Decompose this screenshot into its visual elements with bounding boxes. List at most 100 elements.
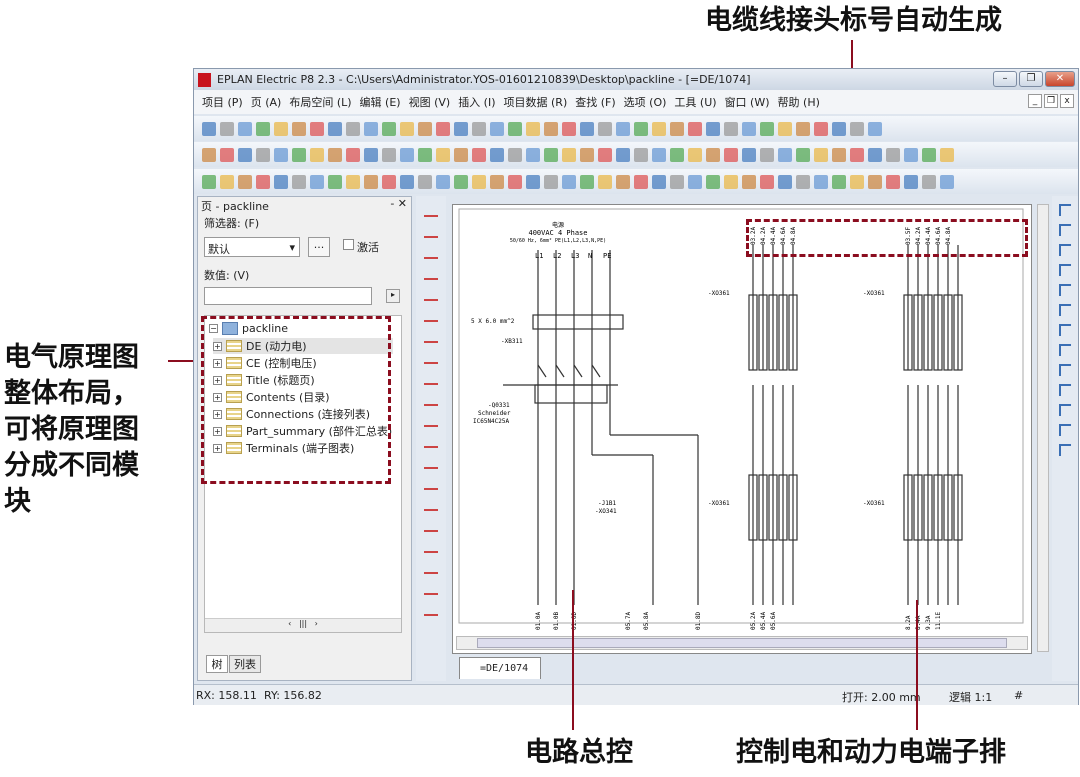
minimize-button[interactable]: – xyxy=(993,71,1017,87)
toolbar-tool-icon[interactable] xyxy=(292,121,306,136)
toolbar-tool-icon[interactable] xyxy=(256,147,270,162)
toolbar-tool-icon[interactable] xyxy=(724,174,738,189)
schematic-canvas[interactable]: 电源 400VAC 4 Phase 50/60 Hz, 6mm² PE(L1,L… xyxy=(452,204,1032,654)
toolbar-tool-icon[interactable] xyxy=(940,147,954,162)
toolbar-tool-icon[interactable] xyxy=(418,174,432,189)
toolbar-tool-icon[interactable] xyxy=(616,147,630,162)
toolbar-tool-icon[interactable] xyxy=(706,147,720,162)
toolbar-tool-icon[interactable] xyxy=(454,174,468,189)
toolbar-tool-icon[interactable] xyxy=(814,121,828,136)
toolbar-tool-icon[interactable] xyxy=(760,147,774,162)
menu-page[interactable]: 页 (A) xyxy=(250,96,282,109)
toolbar-tool-icon[interactable] xyxy=(364,147,378,162)
toolbar-tool-icon[interactable] xyxy=(436,174,450,189)
toolbar-tool-icon[interactable] xyxy=(544,121,558,136)
toolbar-tool-icon[interactable] xyxy=(328,147,342,162)
toolbar-tool-icon[interactable] xyxy=(526,121,540,136)
toolbar-tool-icon[interactable] xyxy=(472,174,486,189)
toolbar-tool-icon[interactable] xyxy=(544,174,558,189)
toolbar-tool-icon[interactable] xyxy=(454,121,468,136)
mdi-close-button[interactable]: x xyxy=(1060,94,1074,108)
menu-insert[interactable]: 插入 (I) xyxy=(458,96,496,109)
toolbar-tool-icon[interactable] xyxy=(850,174,864,189)
menu-project-data[interactable]: 项目数据 (R) xyxy=(503,96,568,109)
toolbar-tool-icon[interactable] xyxy=(382,121,396,136)
toolbar-tool-icon[interactable] xyxy=(436,121,450,136)
toolbar-tool-icon[interactable] xyxy=(778,147,792,162)
toolbar-tool-icon[interactable] xyxy=(580,121,594,136)
tree-node-part-summary[interactable]: +Part_summary (部件汇总表) xyxy=(213,425,393,438)
page-tab[interactable]: =DE/1074 xyxy=(459,657,541,679)
toolbar-tool-icon[interactable] xyxy=(652,147,666,162)
tree-node-ce[interactable]: +CE (控制电压) xyxy=(213,357,317,370)
activate-checkbox[interactable]: 激活 xyxy=(343,239,379,255)
toolbar-tool-icon[interactable] xyxy=(670,174,684,189)
toolbar-tool-icon[interactable] xyxy=(562,174,576,189)
toolbar-tool-icon[interactable] xyxy=(220,121,234,136)
maximize-button[interactable]: ❐ xyxy=(1019,71,1043,87)
toolbar-tool-icon[interactable] xyxy=(454,147,468,162)
menu-window[interactable]: 窗口 (W) xyxy=(724,96,770,109)
menu-project[interactable]: 项目 (P) xyxy=(202,96,243,109)
toolbar-tool-icon[interactable] xyxy=(868,121,882,136)
toolbar-tool-icon[interactable] xyxy=(706,121,720,136)
toolbar-tool-icon[interactable] xyxy=(346,174,360,189)
toolbar-tool-icon[interactable] xyxy=(400,121,414,136)
toolbar-tool-icon[interactable] xyxy=(220,174,234,189)
toolbar-tool-icon[interactable] xyxy=(508,174,522,189)
toolbar-tool-icon[interactable] xyxy=(202,121,216,136)
toolbar-tool-icon[interactable] xyxy=(292,174,306,189)
toolbar-tool-icon[interactable] xyxy=(472,121,486,136)
tree-node-terminals[interactable]: +Terminals (端子图表) xyxy=(213,442,355,455)
toolbar-tool-icon[interactable] xyxy=(580,174,594,189)
toolbar-tool-icon[interactable] xyxy=(292,147,306,162)
toolbar-tool-icon[interactable] xyxy=(418,121,432,136)
toolbar-tool-icon[interactable] xyxy=(310,174,324,189)
toolbar-tool-icon[interactable] xyxy=(922,174,936,189)
toolbar-tool-icon[interactable] xyxy=(832,147,846,162)
toolbar-tool-icon[interactable] xyxy=(436,147,450,162)
toolbar-tool-icon[interactable] xyxy=(904,174,918,189)
toolbar-tool-icon[interactable] xyxy=(814,174,828,189)
filter-select[interactable]: 默认▾ xyxy=(204,237,300,257)
toolbar-tool-icon[interactable] xyxy=(346,121,360,136)
tree-root[interactable]: −packline xyxy=(209,321,288,335)
toolbar-tool-icon[interactable] xyxy=(256,121,270,136)
toolbar-tool-icon[interactable] xyxy=(742,174,756,189)
toolbar-tool-icon[interactable] xyxy=(202,174,216,189)
toolbar-tool-icon[interactable] xyxy=(274,174,288,189)
toolbar-tool-icon[interactable] xyxy=(706,174,720,189)
toolbar-tool-icon[interactable] xyxy=(364,121,378,136)
toolbar-tool-icon[interactable] xyxy=(796,174,810,189)
toolbar-tool-icon[interactable] xyxy=(364,174,378,189)
toolbar-tool-icon[interactable] xyxy=(544,147,558,162)
toolbar-tool-icon[interactable] xyxy=(508,121,522,136)
toolbar-tool-icon[interactable] xyxy=(526,147,540,162)
toolbar-tool-icon[interactable] xyxy=(328,121,342,136)
toolbar-tool-icon[interactable] xyxy=(310,121,324,136)
toolbar-tool-icon[interactable] xyxy=(382,174,396,189)
toolbar-tool-icon[interactable] xyxy=(742,147,756,162)
menu-view[interactable]: 视图 (V) xyxy=(408,96,451,109)
toolbar-tool-icon[interactable] xyxy=(310,147,324,162)
toolbar-tool-icon[interactable] xyxy=(670,147,684,162)
toolbar-tool-icon[interactable] xyxy=(688,121,702,136)
canvas-vscrollbar[interactable] xyxy=(1037,204,1049,652)
tree-node-contents[interactable]: +Contents (目录) xyxy=(213,391,330,404)
toolbar-tool-icon[interactable] xyxy=(832,174,846,189)
menu-layout-space[interactable]: 布局空间 (L) xyxy=(289,96,352,109)
tree-node-connections[interactable]: +Connections (连接列表) xyxy=(213,408,371,421)
tree-node-title[interactable]: +Title (标题页) xyxy=(213,374,315,387)
toolbar-tool-icon[interactable] xyxy=(598,121,612,136)
toolbar-tool-icon[interactable] xyxy=(904,147,918,162)
tab-tree[interactable]: 树 xyxy=(206,655,228,673)
toolbar-tool-icon[interactable] xyxy=(490,174,504,189)
toolbar-tool-icon[interactable] xyxy=(796,147,810,162)
toolbar-tool-icon[interactable] xyxy=(850,121,864,136)
toolbar-tool-icon[interactable] xyxy=(832,121,846,136)
filter-more-button[interactable]: ... xyxy=(308,237,330,257)
toolbar-tool-icon[interactable] xyxy=(400,174,414,189)
tree-node-de[interactable]: +DE (动力电) xyxy=(213,338,393,354)
menu-options[interactable]: 选项 (O) xyxy=(623,96,667,109)
toolbar-tool-icon[interactable] xyxy=(778,174,792,189)
